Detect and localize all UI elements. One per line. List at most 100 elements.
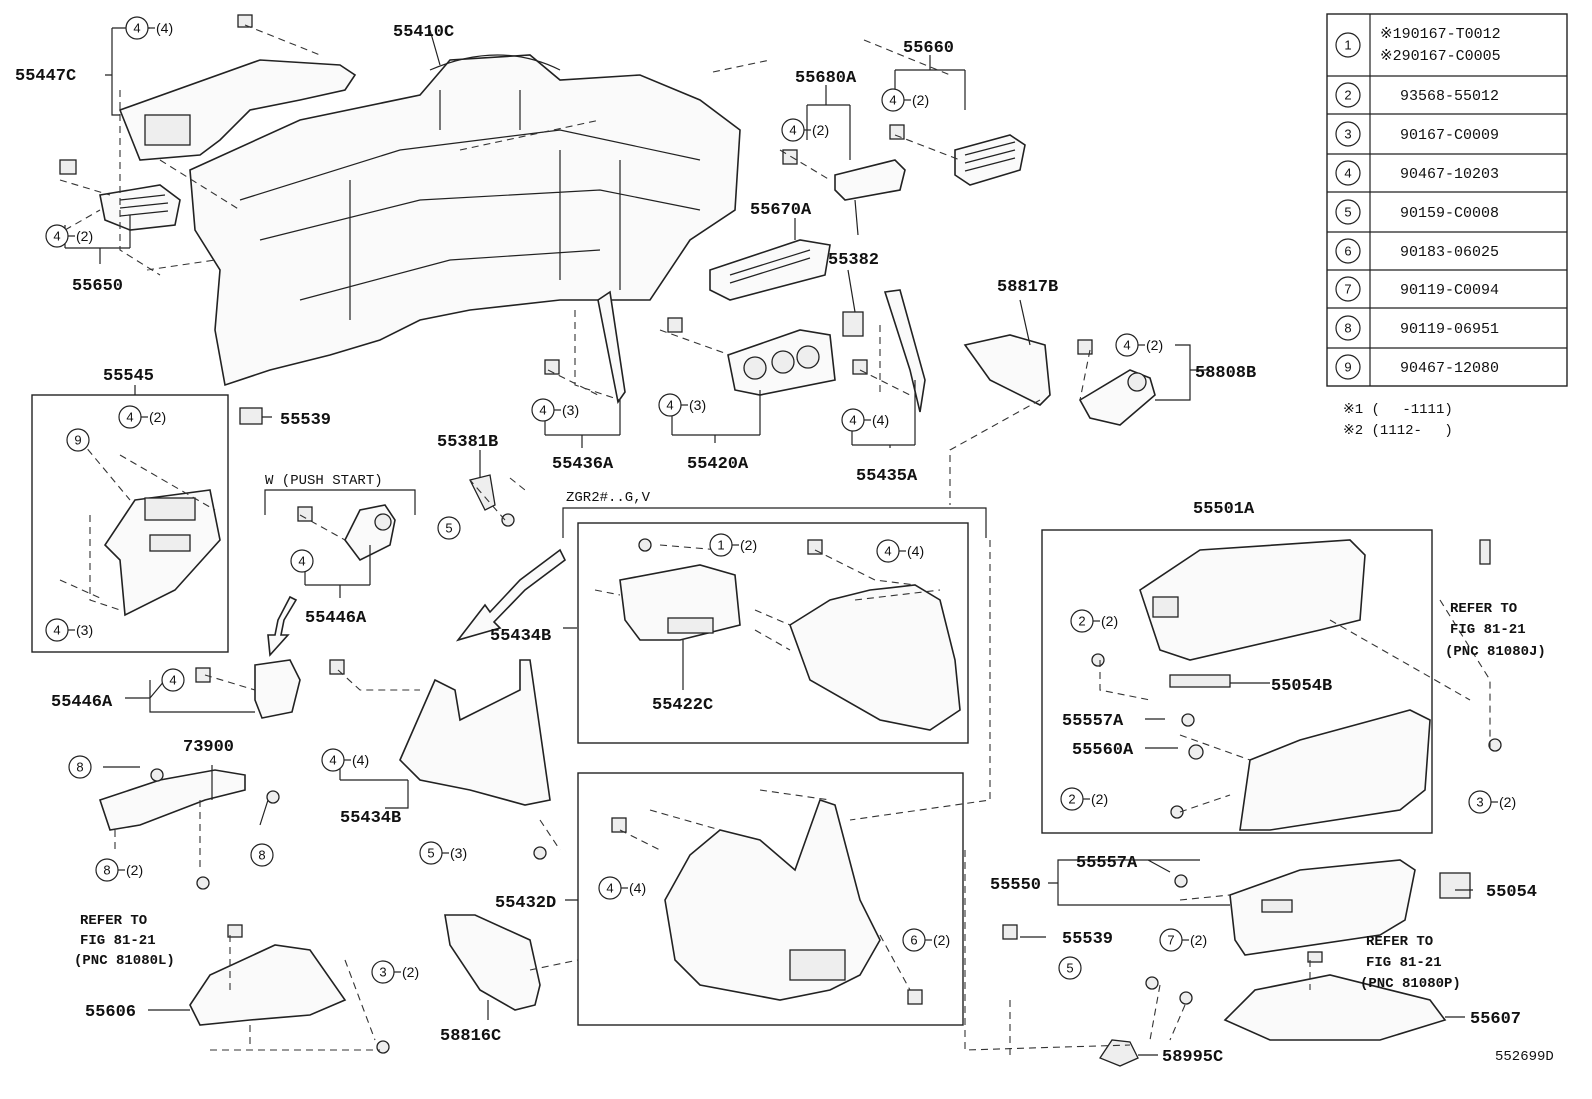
fastener-number: 8	[1344, 321, 1351, 336]
fastener-number: 3	[1344, 127, 1351, 142]
callout-c17: 8	[68, 755, 92, 779]
fastener-number-circle	[1335, 315, 1361, 341]
callout-c23: 2(2)	[1070, 609, 1118, 633]
callout-circle	[66, 428, 90, 452]
vent-55660-shape	[954, 134, 1026, 186]
group-labels: W (PUSH START) ZGR2#..G,V REFER TO FIG 8…	[74, 402, 1554, 1065]
callout-number: 4	[298, 554, 305, 569]
shift-knob	[1127, 372, 1147, 392]
cover-58816c-shape	[444, 914, 541, 1011]
callout-circle	[437, 516, 461, 540]
vent-55680a-stem	[854, 199, 859, 236]
damper-55054b-shape	[1169, 674, 1231, 688]
callout-quantity: (2)	[402, 964, 419, 980]
panel-73900-shape	[98, 769, 246, 831]
arrow-left	[455, 548, 567, 642]
callout-c04: 4(2)	[45, 224, 93, 248]
fastener-part-number: 90467-12080	[1400, 360, 1499, 377]
fastener-number-circle	[1335, 32, 1361, 58]
callout-quantity: (4)	[156, 20, 173, 36]
callout-c10: 4(4)	[841, 408, 889, 432]
refer-81080l-line2: FIG 81-21	[80, 933, 156, 949]
label-55410c: 55410C	[393, 23, 454, 42]
label-58808b: 58808B	[1195, 364, 1256, 383]
callout-number: 4	[884, 544, 891, 559]
label-55434b-upper: 55434B	[490, 627, 551, 646]
fastener-part-number: 90467-10203	[1400, 166, 1499, 183]
callout-quantity: (4)	[629, 880, 646, 896]
callout-c06: 4(2)	[118, 405, 166, 429]
label-55422c: 55422C	[652, 696, 713, 715]
callout-c13: 4	[290, 549, 314, 573]
callout-quantity: (2)	[1101, 613, 1118, 629]
label-55670a: 55670A	[750, 201, 812, 220]
screw-15	[1188, 744, 1204, 760]
arrow-down	[267, 595, 298, 657]
screw-12	[376, 1040, 390, 1054]
fastener-part-number: 90119-C0094	[1400, 282, 1499, 299]
callout-quantity: (2)	[933, 932, 950, 948]
callout-c28: 5	[1058, 956, 1082, 980]
callout-c08: 4(3)	[531, 398, 579, 422]
callout-number: 8	[103, 863, 110, 878]
refer-81080p-line1: REFER TO	[1366, 934, 1433, 950]
fastener-number: 9	[1344, 360, 1351, 375]
glove-box-55501a-shape	[1139, 539, 1366, 661]
label-55434b-lower: 55434B	[340, 809, 401, 828]
label-55432d: 55432D	[495, 894, 556, 913]
callout-circle	[68, 755, 92, 779]
callout-c27: 7(2)	[1159, 928, 1207, 952]
label-55420a: 55420A	[687, 455, 749, 474]
callout-circle	[250, 843, 274, 867]
callout-circle	[161, 668, 185, 692]
callout-number: 5	[427, 846, 434, 861]
clip-small-8	[1077, 339, 1093, 355]
callout-c29: 3(2)	[371, 960, 419, 984]
strip-55436a-shape	[597, 290, 626, 404]
fastener-number-circle	[1335, 238, 1361, 264]
clip-small-14	[1479, 539, 1491, 565]
callout-number: 4	[53, 623, 60, 638]
climate-knob-center	[771, 350, 795, 374]
fastener-number: 2	[1344, 88, 1351, 103]
label-55650: 55650	[72, 277, 123, 296]
callout-number: 4	[789, 123, 796, 138]
diagram-id: 552699D	[1495, 1049, 1554, 1065]
refer-81080j-line3: (PNC 81080J)	[1445, 644, 1546, 660]
callout-number: 1	[717, 538, 724, 553]
callout-quantity: (3)	[689, 397, 706, 413]
label-58817b: 58817B	[997, 278, 1058, 297]
box-55432d	[577, 772, 964, 1026]
label-55446a-lower: 55446A	[51, 693, 113, 712]
clip-small-15	[227, 924, 243, 938]
clip-small-16	[1002, 924, 1018, 940]
screw-9	[266, 790, 280, 804]
callout-c25: 3(2)	[1468, 790, 1516, 814]
fastener-number-circle	[1335, 354, 1361, 380]
callout-c07: 9	[66, 428, 90, 452]
side-cover-window	[144, 114, 191, 146]
label-push-start: W (PUSH START)	[265, 473, 383, 489]
label-55381b: 55381B	[437, 433, 498, 452]
fastener-part-number: 90183-06025	[1400, 244, 1499, 261]
shift-boot-58817b-shape	[963, 334, 1051, 406]
instrument-panel-detail	[239, 54, 701, 320]
callout-quantity: (3)	[76, 622, 93, 638]
fastener-number: 7	[1344, 282, 1351, 297]
fastener-table-border	[1326, 13, 1568, 387]
label-55557a-2: 55557A	[1076, 854, 1138, 873]
callout-number: 4	[849, 413, 856, 428]
part-shapes	[59, 14, 1502, 1067]
upper-glove-55550-shape	[1229, 859, 1416, 956]
fastener-number-circle	[1335, 82, 1361, 108]
fastener-part-number: 90167-C0009	[1400, 127, 1499, 144]
refer-81080j-line1: REFER TO	[1450, 601, 1517, 617]
callout-number: 4	[889, 93, 896, 108]
callout-quantity: (2)	[1146, 337, 1163, 353]
bracket-push-start	[264, 489, 416, 515]
fastener-number: 4	[1344, 166, 1351, 181]
label-55054b: 55054B	[1271, 677, 1332, 696]
footnote-1: ※1 ( -1111)	[1343, 402, 1453, 418]
console-55432d-cup	[789, 949, 846, 981]
